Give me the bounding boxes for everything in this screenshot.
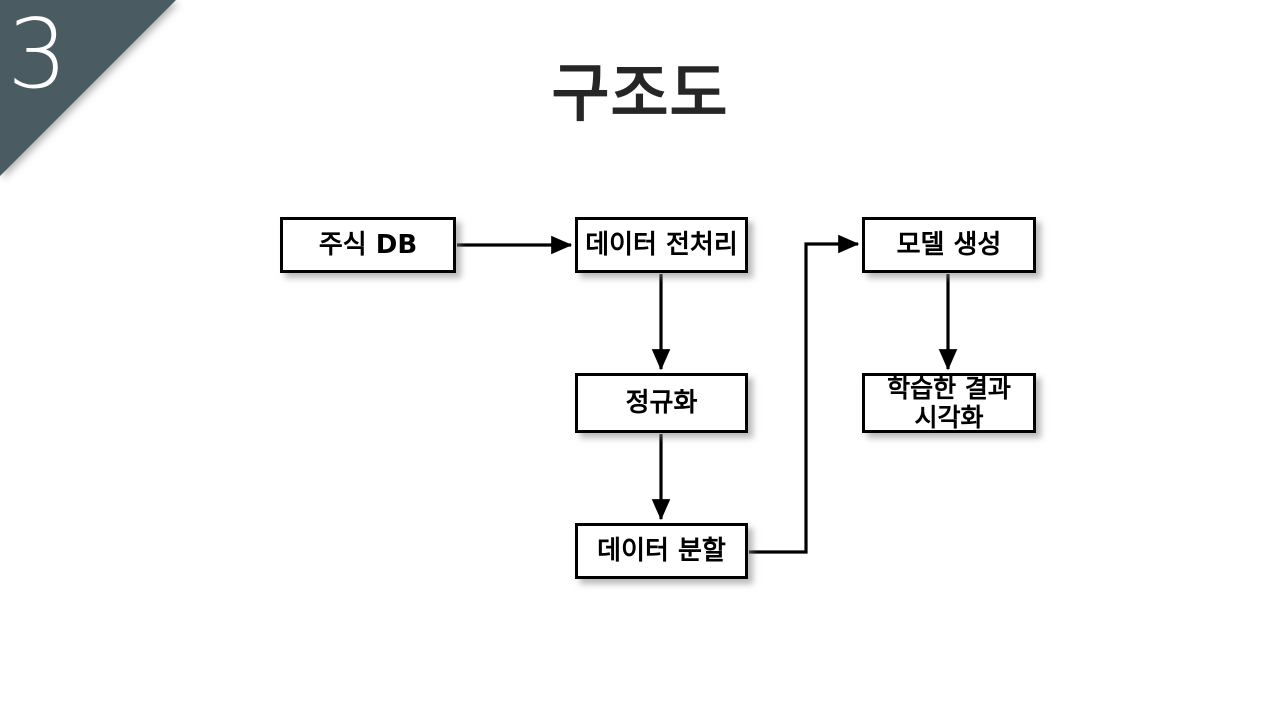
edge-data-split-to-model-create bbox=[749, 234, 860, 554]
flowchart-node-data-split[interactable]: 데이터 분할 bbox=[575, 523, 748, 579]
flowchart-node-model-create[interactable]: 모델 생성 bbox=[862, 217, 1036, 273]
flowchart-node-preprocess[interactable]: 데이터 전처리 bbox=[575, 217, 748, 273]
flowchart-node-normalize[interactable]: 정규화 bbox=[575, 373, 748, 433]
flowchart-node-visualize[interactable]: 학습한 결과 시각화 bbox=[862, 373, 1036, 433]
page-title: 구조도 bbox=[551, 57, 729, 130]
flowchart-node-stock-db[interactable]: 주식 DB bbox=[280, 217, 456, 273]
